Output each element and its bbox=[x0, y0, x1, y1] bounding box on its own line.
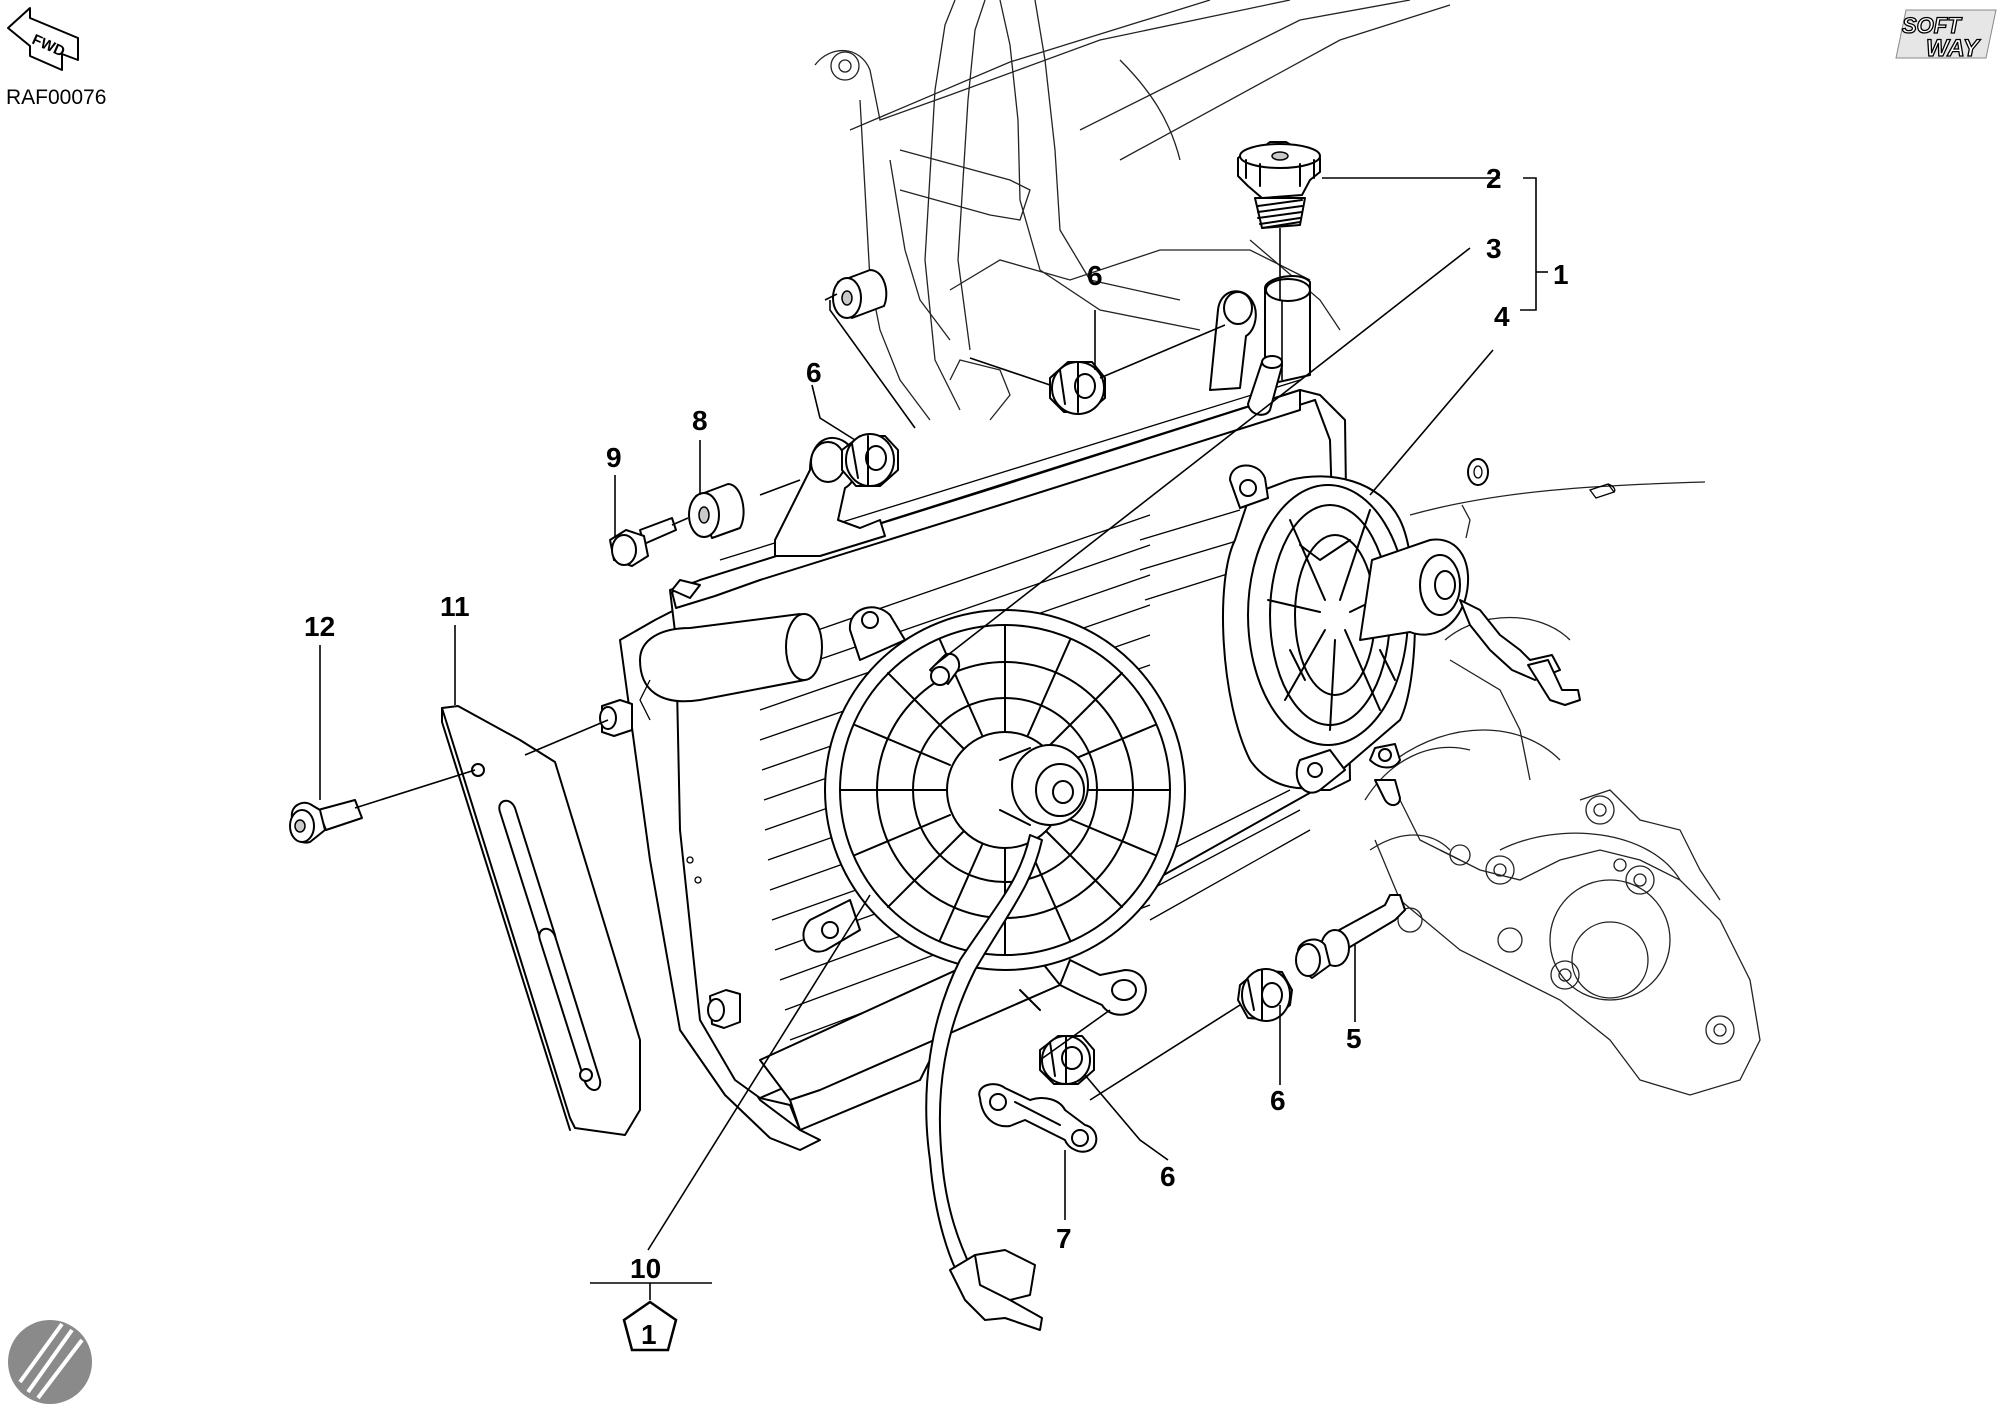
callout-6b: 6 bbox=[806, 357, 822, 388]
part-6-grommet-c bbox=[1049, 361, 1106, 415]
callout-2: 2 bbox=[1486, 163, 1502, 194]
callout-7: 7 bbox=[1056, 1223, 1072, 1254]
part-8-bushing bbox=[688, 483, 745, 539]
callout-6d: 6 bbox=[1160, 1161, 1176, 1192]
callout-1: 1 bbox=[1553, 259, 1569, 290]
callout-4: 4 bbox=[1494, 301, 1510, 332]
callout-8: 8 bbox=[692, 405, 708, 436]
callout-12: 12 bbox=[304, 611, 335, 642]
part-6-grommet-d bbox=[1039, 1035, 1095, 1085]
part-7-link-plate bbox=[978, 1083, 1098, 1153]
callout-3: 3 bbox=[1486, 233, 1502, 264]
logo-line-2: WAY bbox=[1926, 35, 1981, 62]
top-frame-bushing bbox=[832, 269, 888, 319]
part-11-cover-plate bbox=[441, 705, 641, 1136]
kit-symbol-number: 1 bbox=[641, 1319, 657, 1350]
part-9-bolt bbox=[609, 517, 677, 567]
frame-outline bbox=[814, 0, 1451, 421]
part-6-grommet-b bbox=[841, 433, 899, 487]
cooling-fan-front bbox=[802, 606, 1186, 971]
part-12-screw bbox=[289, 799, 363, 844]
callout-6c: 6 bbox=[1270, 1085, 1286, 1116]
leader-lines bbox=[319, 177, 1548, 1300]
callout-9: 9 bbox=[606, 442, 622, 473]
softway-logo: SOFT WAY bbox=[1895, 9, 1997, 63]
part-6-grommet-a bbox=[1237, 968, 1293, 1022]
callout-11: 11 bbox=[440, 591, 470, 622]
cooling-fan-rear bbox=[1222, 464, 1581, 806]
fwd-arrow-icon: FWD bbox=[7, 7, 79, 71]
callout-6a: 6 bbox=[1087, 260, 1103, 291]
callout-5: 5 bbox=[1346, 1023, 1362, 1054]
wire-harness bbox=[925, 834, 1043, 1331]
callout-10: 10 bbox=[630, 1253, 661, 1284]
top-right-bushing bbox=[1588, 483, 1616, 499]
part-2-pressure-cap bbox=[1237, 141, 1321, 229]
small-ring bbox=[1467, 458, 1489, 486]
kit-pentagon-icon: 1 bbox=[622, 1300, 678, 1352]
logo-line-1: SOFT bbox=[1902, 13, 1962, 38]
engine-cover-outline bbox=[1364, 481, 1761, 1096]
callout-labels: 2 3 1 4 6 6 8 9 11 12 5 6 6 7 10 bbox=[304, 163, 1569, 1284]
corner-globe-icon bbox=[8, 1320, 92, 1404]
part-5-screw bbox=[1295, 894, 1406, 979]
diagram-code: RAF00076 bbox=[6, 86, 106, 109]
